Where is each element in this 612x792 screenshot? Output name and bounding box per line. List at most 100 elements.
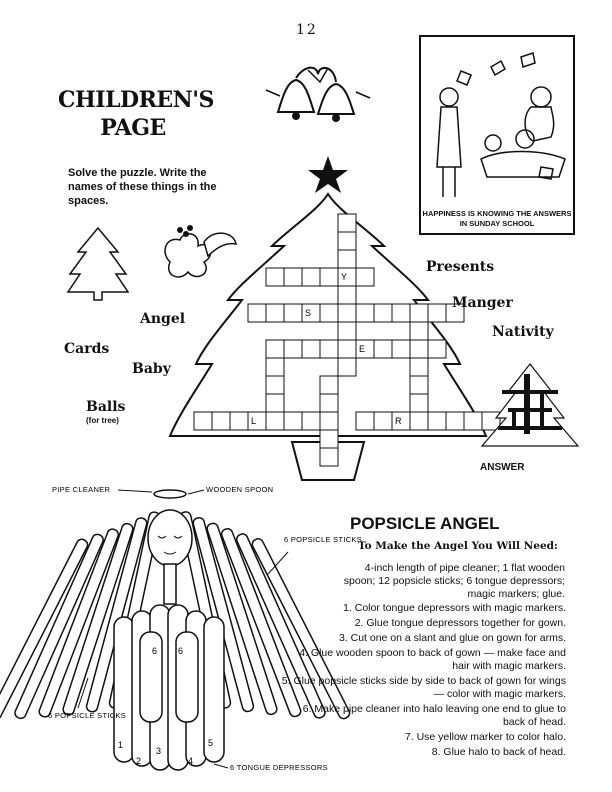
crossword-cell[interactable] <box>265 375 285 395</box>
crossword-cell[interactable] <box>481 411 501 431</box>
word-nativity: Nativity <box>492 324 554 340</box>
crossword-cell[interactable] <box>211 411 231 431</box>
puzzle-instructions: Solve the puzzle. Write the names of the… <box>68 167 217 207</box>
crossword-cell[interactable] <box>445 411 465 431</box>
crossword-cell[interactable] <box>373 411 393 431</box>
crossword-cell[interactable] <box>319 267 339 287</box>
small-tree-illustration <box>66 226 130 301</box>
gown-number: 5 <box>208 738 213 748</box>
title-line-2: PAGE <box>100 115 166 141</box>
crossword-cell[interactable] <box>283 411 303 431</box>
crossword-cell[interactable] <box>391 303 411 323</box>
popsicle-stick-left <box>0 538 89 720</box>
step-4: 4. Glue wooden spoon to back of gown — m… <box>299 647 566 672</box>
popsicle-stick-right <box>220 528 302 718</box>
crossword-cell[interactable] <box>319 339 339 359</box>
crossword-cell[interactable] <box>409 393 429 413</box>
crossword-cell[interactable] <box>409 411 429 431</box>
crossword-cell[interactable] <box>265 357 285 377</box>
answer-label: ANSWER <box>480 462 525 473</box>
page-number: 12 <box>296 22 318 38</box>
crossword-cell[interactable] <box>409 321 429 341</box>
crossword-cell[interactable] <box>265 339 285 359</box>
crossword-grid <box>193 213 501 467</box>
crossword-cell[interactable] <box>265 393 285 413</box>
crossword-cell[interactable] <box>265 267 285 287</box>
crossword-cell[interactable] <box>391 339 411 359</box>
crossword-cell[interactable] <box>229 411 249 431</box>
crossword-cell[interactable] <box>283 267 303 287</box>
arm-right <box>175 631 199 723</box>
step-2: 2. Glue tongue depressors together for g… <box>354 617 566 629</box>
crossword-cell[interactable] <box>301 339 321 359</box>
gown-number: 2 <box>136 756 141 766</box>
crossword-cell[interactable] <box>319 447 339 467</box>
crossword-cell[interactable] <box>283 339 303 359</box>
label-pipe-cleaner: PIPE CLEANER <box>52 485 110 494</box>
crossword-cell[interactable] <box>283 303 303 323</box>
crossword-cell[interactable] <box>409 339 429 359</box>
popsicle-stick-left <box>38 528 120 718</box>
step-5: 5. Glue popsicle sticks side by side to … <box>281 675 566 700</box>
crossword-cell[interactable] <box>247 303 267 323</box>
arm-left <box>139 631 163 723</box>
word-manger: Manger <box>452 295 513 311</box>
popsicle-stick-left <box>85 517 148 713</box>
crossword-cell[interactable] <box>337 249 357 269</box>
crossword-cell[interactable] <box>409 357 429 377</box>
crossword-cell[interactable] <box>319 303 339 323</box>
crossword-cell[interactable] <box>301 267 321 287</box>
word-baby: Baby <box>132 361 171 377</box>
crossword-cell[interactable] <box>337 231 357 251</box>
step-6: 6. Make pipe cleaner into halo leaving o… <box>302 703 566 728</box>
crossword-cell[interactable] <box>373 339 393 359</box>
crossword-cell[interactable] <box>409 375 429 395</box>
crossword-cell[interactable] <box>427 411 447 431</box>
crossword-cell[interactable] <box>337 321 357 341</box>
crossword-cell[interactable] <box>319 375 339 395</box>
crossword-cell[interactable] <box>265 411 285 431</box>
crossword-cell[interactable] <box>355 303 375 323</box>
popsicle-stick-right <box>206 522 278 716</box>
label-popsicle-left: 6 POPSICLE STICKS <box>48 711 126 720</box>
tongue-depressor <box>203 616 225 763</box>
instruction-steps: 1. Color tongue depressors with magic ma… <box>280 602 566 761</box>
crossword-cell[interactable] <box>337 285 357 305</box>
tongue-depressor <box>113 616 135 763</box>
crossword-cell[interactable] <box>193 411 213 431</box>
crossword-cell[interactable] <box>427 339 447 359</box>
step-7: 7. Use yellow marker to color halo. <box>404 731 566 743</box>
crossword-cell[interactable] <box>355 267 375 287</box>
cartoon-illustration <box>436 52 566 197</box>
crossword-cell[interactable] <box>319 393 339 413</box>
grid-letter-e: E <box>359 344 365 354</box>
label-tongue-depressors: 6 TONGUE DEPRESSORS <box>230 763 328 772</box>
popsicle-angel-subtitle: To Make the Angel You Will Need: <box>358 540 558 552</box>
crossword-cell[interactable] <box>319 429 339 449</box>
holly-illustration <box>164 225 237 278</box>
crossword-cell[interactable] <box>337 213 357 233</box>
crossword-cell[interactable] <box>355 411 375 431</box>
word-angel: Angel <box>140 311 186 327</box>
star-icon <box>308 156 348 193</box>
gown-number: 6 <box>178 646 183 656</box>
crossword-cell[interactable] <box>319 411 339 431</box>
crossword-cell[interactable] <box>301 411 321 431</box>
grid-letter-l: L <box>251 416 256 426</box>
label-popsicle-right: 6 POPSICLE STICKS <box>284 535 362 544</box>
step-1: 1. Color tongue depressors with magic ma… <box>343 602 566 614</box>
crossword-cell[interactable] <box>265 303 285 323</box>
crossword-cell[interactable] <box>337 357 357 377</box>
popsicle-angel-title: POPSICLE ANGEL <box>350 514 500 533</box>
crossword-cell[interactable] <box>373 303 393 323</box>
word-presents: Presents <box>426 259 495 275</box>
popsicle-stick-left <box>62 522 134 716</box>
materials-list: 4-inch length of pipe cleaner; 1 flat wo… <box>343 562 565 600</box>
crossword-cell[interactable] <box>445 303 465 323</box>
crossword-cell[interactable] <box>427 303 447 323</box>
crossword-cell[interactable] <box>337 303 357 323</box>
title-line-1: CHILDREN'S <box>58 87 214 113</box>
crossword-cell[interactable] <box>337 339 357 359</box>
crossword-cell[interactable] <box>409 303 429 323</box>
spoon-handle <box>163 563 177 605</box>
